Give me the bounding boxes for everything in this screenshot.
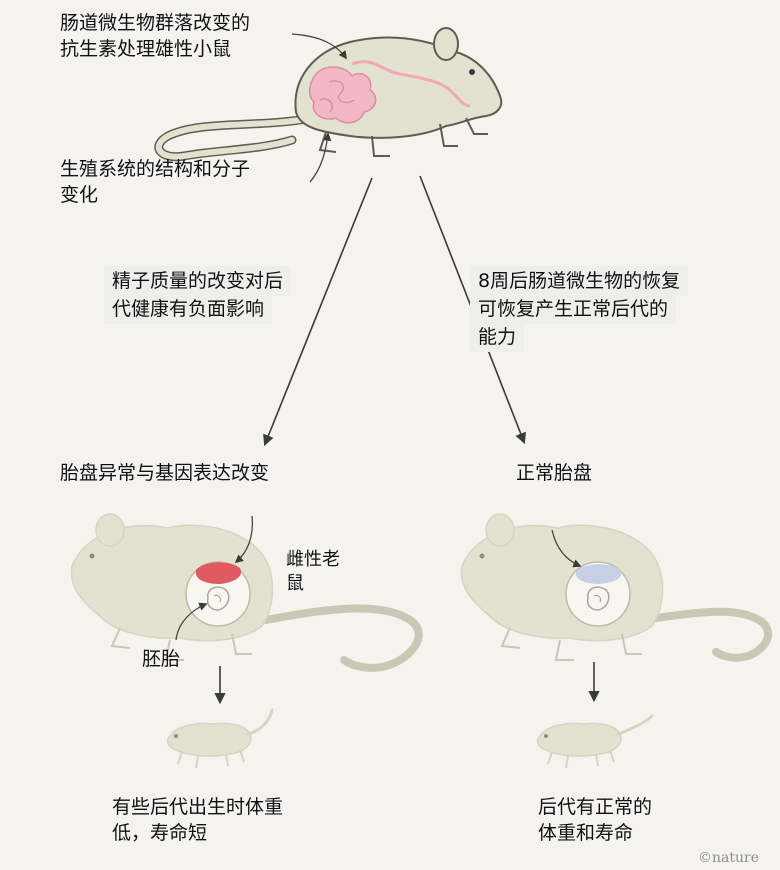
recovery-line-2: 可恢复产生正常后代的	[470, 294, 677, 324]
left-branch-arrow	[263, 177, 373, 447]
right-outcome-line-1: 后代有正常的	[538, 796, 653, 818]
repro-change-line-1: 生殖系统的结构和分子	[60, 158, 251, 180]
left-placenta-pointer-line	[234, 515, 253, 564]
female-mouse-label-line-1: 雌性老	[286, 549, 340, 570]
male-mouse-gut-tract	[351, 60, 471, 108]
right-female-mouse-tail	[652, 607, 772, 662]
left-female-mouse-eye	[89, 553, 95, 559]
sperm-quality-line-2: 代健康有负面影响	[104, 294, 273, 324]
male-mouse-gut	[308, 66, 377, 124]
right-female-mouse-legs	[500, 627, 642, 661]
title-line-1: 肠道微生物群落改变的	[60, 12, 251, 34]
left-outcome-line-2: 低，寿命短	[112, 822, 208, 844]
male-mouse-ear	[433, 27, 459, 61]
right-embryo	[586, 586, 610, 611]
repro-change-line-2: 变化	[60, 184, 99, 206]
right-normal-placenta	[575, 564, 622, 584]
title-pointer-line	[291, 33, 347, 60]
right-outcome-line-2: 体重和寿命	[538, 822, 634, 844]
recovery-line-1: 8周后肠道微生物的恢复	[470, 266, 689, 296]
embryo-pointer-line	[175, 602, 208, 641]
left-embryo	[206, 586, 230, 611]
left-outcome-line-1: 有些后代出生时体重	[112, 796, 284, 818]
right-female-mouse-illustration	[460, 513, 772, 662]
nature-credit: ©nature	[698, 850, 759, 866]
right-pup-illustration	[536, 714, 654, 769]
male-mouse-illustration	[154, 27, 503, 162]
male-mouse-legs	[318, 117, 488, 157]
left-abnormal-placenta	[195, 562, 242, 584]
left-female-mouse-illustration	[70, 513, 423, 672]
right-female-mouse-eye	[479, 553, 485, 559]
right-placenta-pointer-line	[551, 529, 582, 568]
right-female-mouse-ear	[485, 513, 515, 547]
recovery-line-3: 能力	[470, 322, 525, 352]
left-pup-illustration	[166, 708, 274, 769]
abnormal-placenta-label: 胎盘异常与基因表达改变	[60, 462, 270, 484]
female-mouse-label-line-2: 鼠	[286, 573, 304, 594]
left-female-mouse-ear	[95, 513, 125, 547]
male-mouse-eye	[469, 69, 475, 75]
title-line-2: 抗生素处理雄性小鼠	[60, 38, 232, 60]
sperm-quality-line-1: 精子质量的改变对后	[104, 266, 292, 296]
normal-placenta-label: 正常胎盘	[516, 462, 593, 484]
left-female-mouse-tail	[262, 604, 423, 672]
embryo-label: 胚胎	[142, 648, 181, 670]
repro-pointer-line	[309, 132, 332, 183]
left-female-mouse-legs	[110, 627, 252, 661]
